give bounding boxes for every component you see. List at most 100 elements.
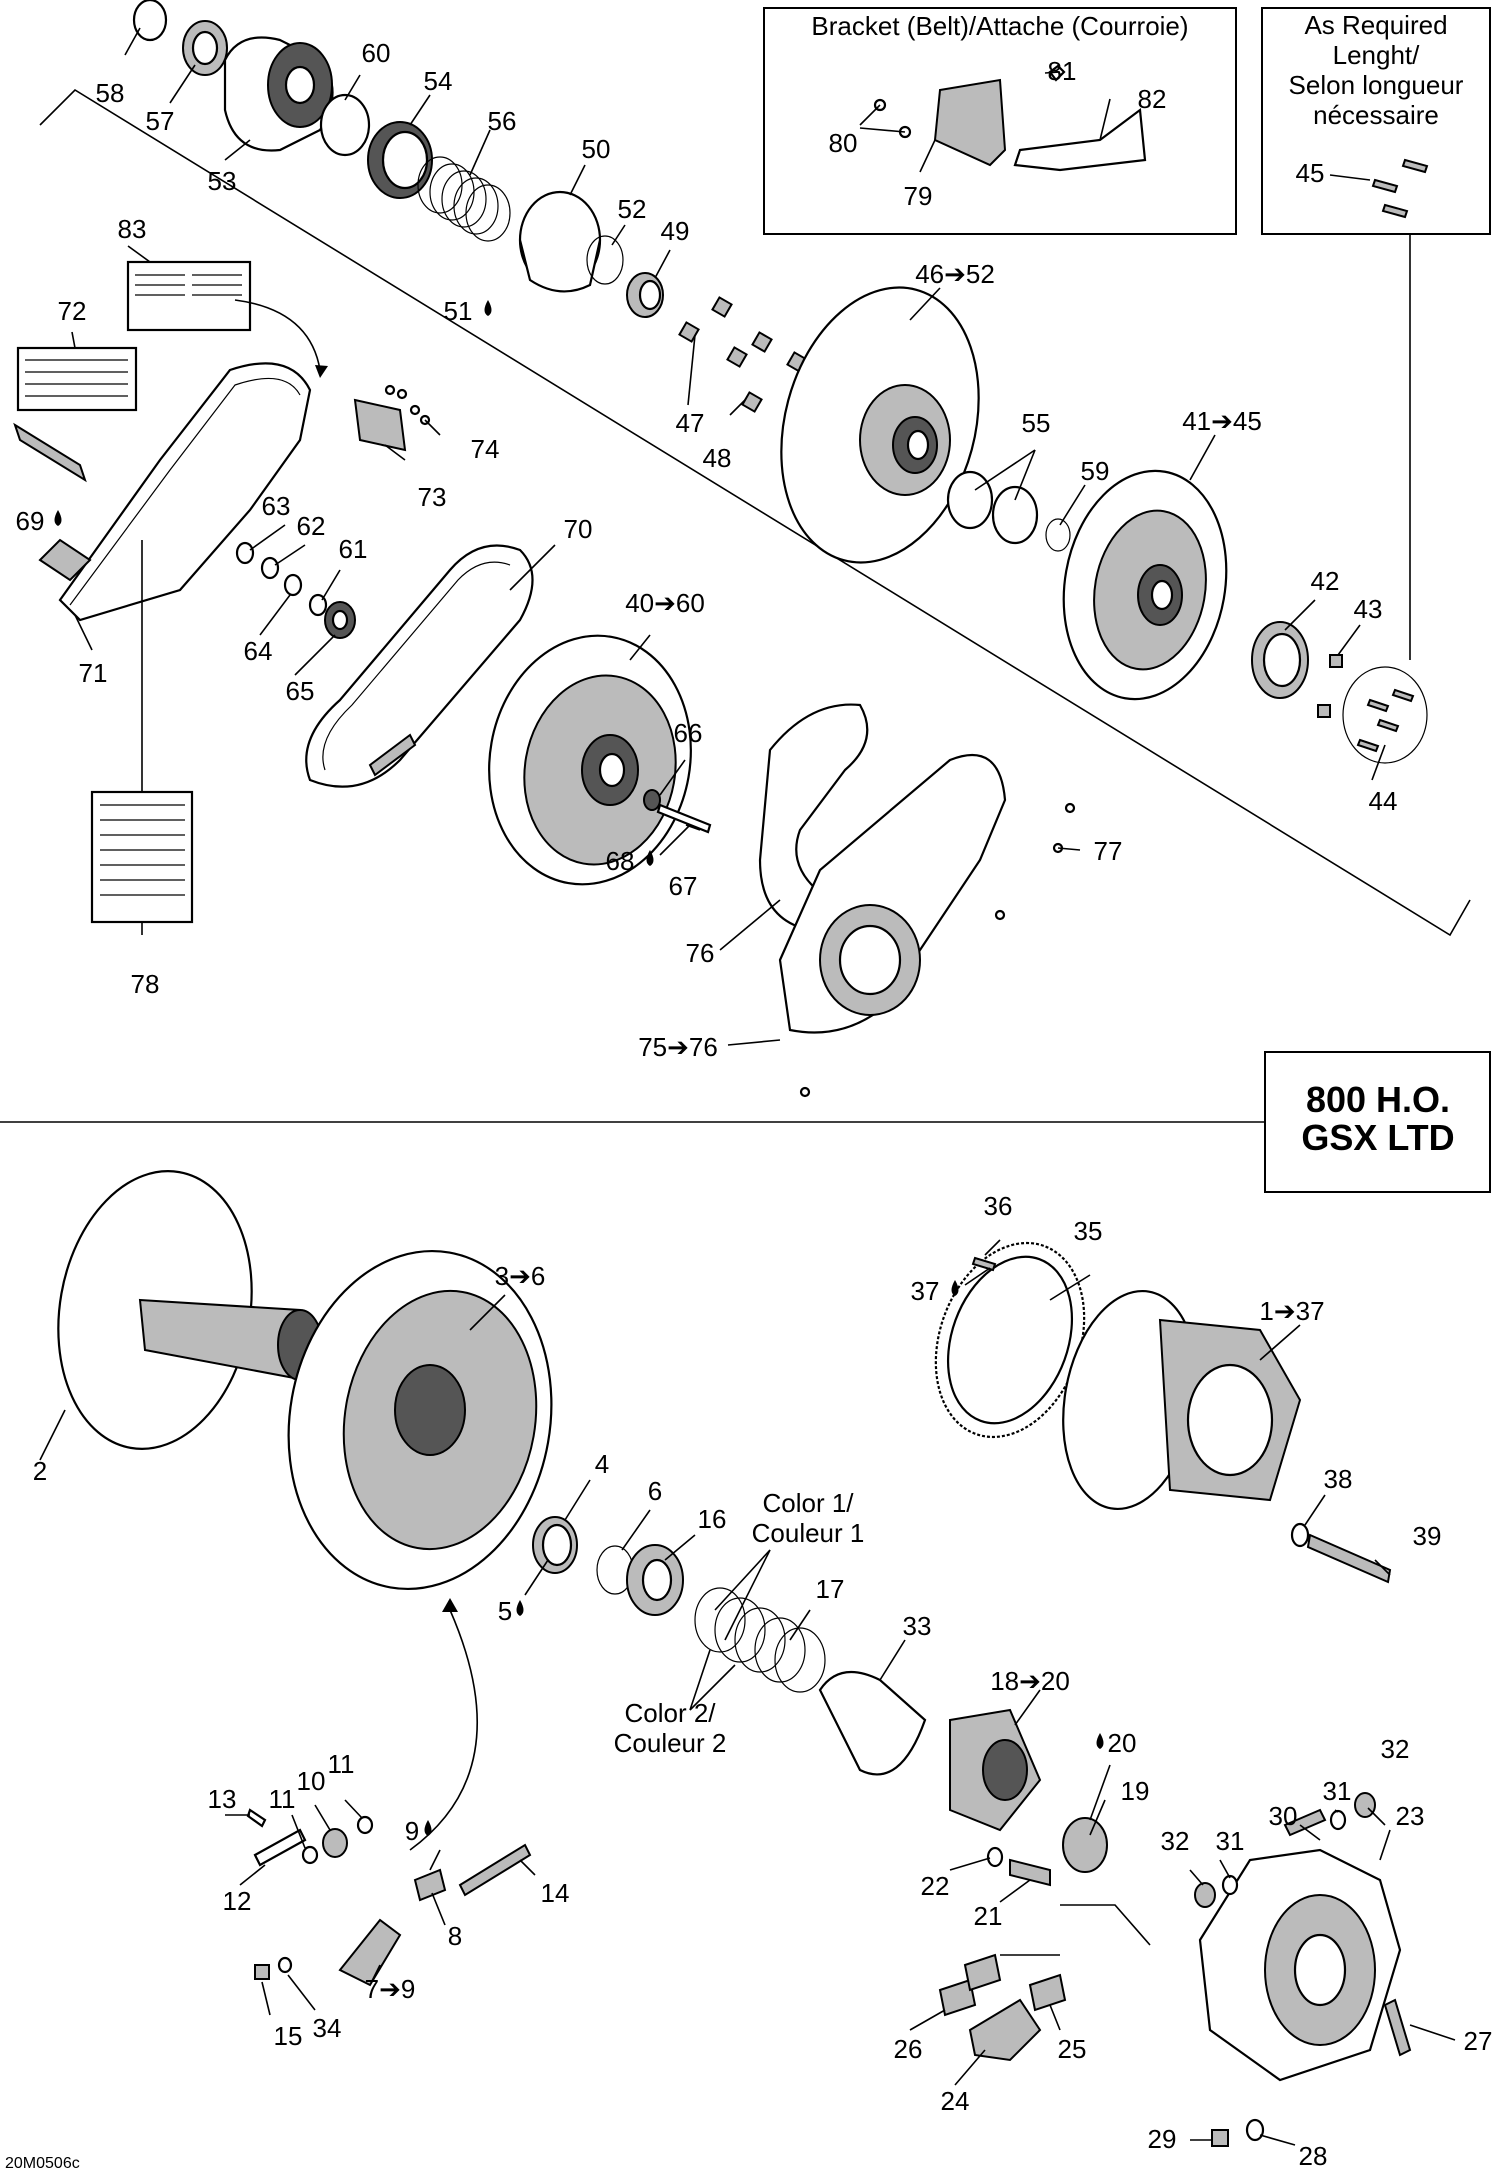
callout-78: 78 <box>131 969 160 999</box>
callout-17: 17 <box>816 1574 845 1604</box>
callout-15: 15 <box>274 2021 303 2051</box>
callout-7-9: 7➔9 <box>365 1974 416 2004</box>
callout-58: 58 <box>96 78 125 108</box>
leader-lines <box>39 27 1456 2146</box>
callout-56: 56 <box>488 106 517 136</box>
callout-46-52: 46➔52 <box>915 259 995 289</box>
cotter-13 <box>246 1808 267 1828</box>
callout-30: 30 <box>1269 1801 1298 1831</box>
callout-57: 57 <box>146 106 175 136</box>
color2-line-1: Color 2/ <box>624 1698 716 1728</box>
as-required-line-4: nécessaire <box>1313 100 1439 130</box>
color2-line-2: Couleur 2 <box>614 1728 727 1758</box>
as-required-line-2: Lenght/ <box>1333 40 1421 70</box>
governor-cup-arrow <box>1060 1904 1151 1946</box>
callout-59: 59 <box>1081 456 1110 486</box>
washer-31b <box>1221 1874 1239 1896</box>
ring-gear-35 <box>934 1241 1086 1439</box>
callout-82: 82 <box>1138 84 1167 114</box>
nut-43b <box>1317 704 1331 718</box>
callout-27: 27 <box>1464 2026 1493 2056</box>
bracket-box-title: Bracket (Belt)/Attache (Courroie) <box>811 11 1188 41</box>
callout-72: 72 <box>58 296 87 326</box>
part-32a <box>1354 1792 1376 1818</box>
bolt-39 <box>1306 1533 1392 1584</box>
spring-30 <box>1283 1808 1327 1837</box>
callout-51: 51 <box>444 296 473 326</box>
washer-55b <box>991 485 1039 545</box>
drive-belt-70 <box>305 544 534 788</box>
nut-15 <box>254 1964 270 1980</box>
callout-8: 8 <box>448 1921 462 1951</box>
drop-icon-20 <box>1096 1733 1104 1749</box>
seal-76 <box>758 703 869 932</box>
decal-78 <box>90 790 194 924</box>
callout-18-20: 18➔20 <box>990 1666 1070 1696</box>
washer-11b <box>356 1815 374 1835</box>
callout-19: 19 <box>1121 1776 1150 1806</box>
callout-31-top: 31 <box>1323 1776 1352 1806</box>
screw-group-44 <box>1342 666 1428 764</box>
washer-28 <box>1245 2118 1265 2142</box>
sliding-half-46 <box>780 286 980 564</box>
screw-21 <box>1009 1858 1051 1887</box>
fixed-sheave-2 <box>57 1170 323 1450</box>
callout-49: 49 <box>661 216 690 246</box>
roller-arm-arrow <box>409 1609 478 1851</box>
roller-10 <box>322 1828 348 1858</box>
screw-26b <box>963 1953 1002 1992</box>
washer-64 <box>283 573 303 597</box>
washer-62 <box>260 556 280 580</box>
driven-pulley-40 <box>488 634 692 886</box>
screw-36 <box>971 1256 997 1272</box>
bushing-54 <box>367 121 433 199</box>
callout-68: 68 <box>606 846 635 876</box>
callout-26: 26 <box>894 2034 923 2064</box>
bushing-49 <box>626 272 664 318</box>
callout-11-left: 11 <box>269 1784 296 1814</box>
callout-24: 24 <box>941 2086 970 2116</box>
callout-6: 6 <box>648 1476 662 1506</box>
callout-47: 47 <box>676 408 705 438</box>
sleeve-50 <box>518 190 602 293</box>
drop-icon-5 <box>516 1600 524 1616</box>
drop-icon-37 <box>951 1280 959 1296</box>
callout-39: 39 <box>1413 1521 1442 1551</box>
nut-43a <box>1329 654 1343 668</box>
callout-74: 74 <box>471 434 500 464</box>
drive-pulley-1 <box>1062 1289 1302 1511</box>
washer-55a <box>946 470 994 530</box>
callout-12: 12 <box>223 1886 252 1916</box>
washer-63 <box>235 541 255 565</box>
callout-36: 36 <box>984 1191 1013 1221</box>
movable-sheave-3 <box>287 1249 553 1591</box>
callout-40-60: 40➔60 <box>625 588 705 618</box>
as-required-line-3: Selon longueur <box>1289 70 1464 100</box>
callout-32-top: 32 <box>1381 1734 1410 1764</box>
ring-58 <box>132 0 168 42</box>
callout-33: 33 <box>903 1611 932 1641</box>
belt-bracket-part <box>933 78 1007 167</box>
roller-arm-7 <box>338 1918 402 1987</box>
callout-23: 23 <box>1396 1801 1425 1831</box>
pin-69 <box>13 422 87 483</box>
callout-16: 16 <box>698 1504 727 1534</box>
cam-41 <box>1062 469 1228 701</box>
callout-21: 21 <box>974 1901 1003 1931</box>
callout-1-37: 1➔37 <box>1259 1296 1324 1326</box>
callout-38: 38 <box>1324 1464 1353 1494</box>
callout-31-bottom: 31 <box>1216 1826 1245 1856</box>
callout-20: 20 <box>1108 1728 1137 1758</box>
callout-61: 61 <box>339 534 368 564</box>
bracket-belt-box: Bracket (Belt)/Attache (Courroie) <box>763 7 1237 235</box>
callout-80: 80 <box>829 128 858 158</box>
spring-56 <box>417 156 511 242</box>
callout-55: 55 <box>1022 408 1051 438</box>
lubricant-drop-icons <box>54 300 1104 1836</box>
spring-17 <box>694 1587 826 1693</box>
part-32b <box>1194 1882 1216 1908</box>
model-box: 800 H.O. GSX LTD <box>1264 1051 1491 1193</box>
callout-37: 37 <box>911 1276 940 1306</box>
pulley-guard-75 <box>778 754 1076 1098</box>
